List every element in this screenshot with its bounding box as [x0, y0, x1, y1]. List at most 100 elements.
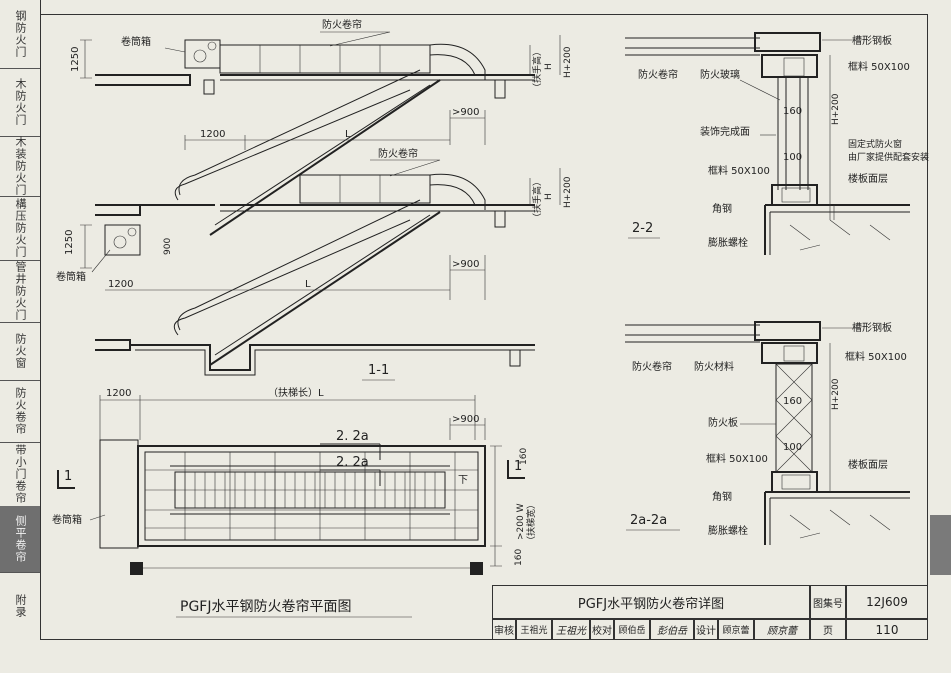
shutter-frame: [137, 445, 486, 547]
label-finish-face: 装饰完成面: [700, 125, 750, 138]
sidebar-item-window[interactable]: 防火窗: [0, 322, 40, 381]
dim-1250: [80, 39, 92, 79]
sidebar-item-shaft-door[interactable]: 管井防火门: [0, 260, 40, 323]
label-roll-box: 卷筒箱: [52, 513, 82, 526]
label-angle-steel: 角钢: [712, 490, 732, 503]
roll-box: [99, 439, 139, 549]
dim-text-H: H: [544, 63, 554, 70]
dim-W: [490, 445, 502, 567]
label-channel-plate: 槽形钢板: [852, 321, 892, 334]
sidebar-item-wood-clad-door[interactable]: 木装防火门: [0, 136, 40, 197]
angle-steel: [769, 497, 910, 545]
frame-member-fill: [783, 57, 805, 77]
title-block: PGFJ水平钢防火卷帘详图 图集号 12J609 审核 王祖光 王祖光 校对 顾…: [492, 585, 928, 640]
detail-2a-2a: 槽形钢板 防火卷帘 防火材料 框料 50X100 160 H+200 防火板 1…: [625, 321, 910, 545]
roll-drum: [193, 49, 207, 63]
shutter-panel: [299, 174, 431, 204]
check-label: 校对: [590, 619, 614, 640]
dim-text-160-top: 160: [519, 448, 529, 465]
cut-marker-1-right: [507, 460, 525, 479]
handrail-top: [429, 43, 486, 80]
roll-motor: [127, 227, 137, 237]
sidebar-item-shutter[interactable]: 防火卷帘: [0, 380, 40, 443]
label-shutter: 防火卷帘: [638, 68, 678, 81]
label-shutter: 防火卷帘: [322, 18, 362, 31]
leader-roll-box: [91, 249, 111, 273]
sidebar-item-pressed-door[interactable]: 構压防火门: [0, 196, 40, 261]
leader-roll-box: [164, 47, 186, 53]
shutter-panel: [219, 44, 431, 74]
column-right: [470, 562, 483, 575]
sidebar-item-label: 附录: [14, 594, 27, 618]
page-number: 110: [846, 619, 928, 640]
dim-text-160: 160: [783, 396, 802, 407]
dim-text-L: L: [345, 129, 351, 140]
sidebar-item-horizontal-shutter[interactable]: 侧平卷帘: [0, 506, 40, 573]
shutter-inner: [144, 451, 479, 541]
cut-label-1-left: 1: [64, 469, 72, 484]
sidebar-item-label: 防火卷帘: [14, 387, 27, 435]
escalator-handrail-2: [173, 219, 411, 336]
handrail-top: [429, 173, 486, 210]
dim-900: [449, 110, 486, 145]
pit-floor: [130, 344, 535, 371]
concrete-hatch: [789, 219, 891, 251]
dim-L: [140, 395, 476, 440]
section-label-1-1: 1-1: [368, 363, 389, 378]
slab-stub: [509, 349, 521, 367]
floor-slab-lower: [95, 204, 141, 216]
check-name: 顾伯岳: [614, 619, 650, 640]
label-roll-box: 卷筒箱: [56, 270, 86, 283]
sidebar-item-steel-door[interactable]: 钢防火门: [0, 0, 40, 69]
sidebar-item-label: 木防火门: [14, 78, 27, 126]
frame-member: [761, 54, 818, 78]
sidebar-item-label: 侧平卷帘: [14, 515, 27, 563]
dim-text-100: 100: [783, 152, 802, 163]
slab-stub: [494, 79, 506, 99]
section-label-2a-2a: 2a-2a: [630, 513, 667, 528]
shutter-grid-v: [184, 452, 456, 540]
escalator-truss-bottom: [209, 79, 441, 236]
design-name: 顾京蕾: [718, 619, 754, 640]
dim-text-W: >200 W: [516, 503, 526, 540]
pit-floor-inner: [135, 349, 535, 376]
sidebar-item-label: 带小门卷帘: [14, 444, 27, 504]
frame-bottom-fill: [781, 474, 811, 490]
section-1-1-upper: 卷筒箱 防火卷帘 1250 1200 L >900 （扶手高） H H+200: [70, 18, 573, 236]
sidebar-item-label: 防火窗: [14, 333, 27, 369]
escalator-handrail: [178, 69, 421, 196]
handrail-inner: [429, 54, 476, 76]
channel-plate: [754, 321, 821, 341]
cut-marker-1-left: [57, 470, 75, 489]
angle-steel: [769, 211, 910, 255]
label-anchor-bolt: 膨胀螺栓: [708, 236, 748, 249]
label-frame: 框料 50X100: [845, 350, 907, 363]
dim-text-H200: H+200: [831, 93, 841, 125]
dim-H: [529, 168, 561, 205]
atlas-no: 12J609: [846, 585, 928, 619]
label-roll-box: 卷筒箱: [121, 35, 151, 48]
label-down: 下: [458, 475, 468, 486]
escalator-step-lines: [184, 472, 436, 508]
dim-1250: [80, 224, 92, 269]
sidebar-item-appendix[interactable]: 附录: [0, 572, 40, 640]
dim-text-160-bot: 160: [514, 549, 524, 566]
ceiling-lines: [625, 324, 760, 343]
escalator-truss-inner: [214, 214, 431, 356]
label-frame-bottom: 框料 50X100: [708, 164, 770, 177]
dim-text-900: >900: [452, 414, 479, 425]
drawing-frame: [40, 14, 928, 640]
shutter-grid-h: [145, 469, 478, 529]
leader-roll-box: [89, 514, 106, 521]
atlas-no-label: 图集号: [810, 585, 846, 619]
dim-text-900: >900: [452, 107, 479, 118]
dim-H: [529, 35, 561, 75]
sidebar-item-wood-door[interactable]: 木防火门: [0, 68, 40, 137]
slab-stub: [494, 210, 506, 228]
dim-900: [449, 255, 486, 300]
roll-drum: [113, 235, 127, 249]
sidebar-item-label: 管井防火门: [14, 261, 27, 321]
shutter-ribs: [339, 175, 381, 203]
floor-slab-bottom: [95, 339, 131, 351]
